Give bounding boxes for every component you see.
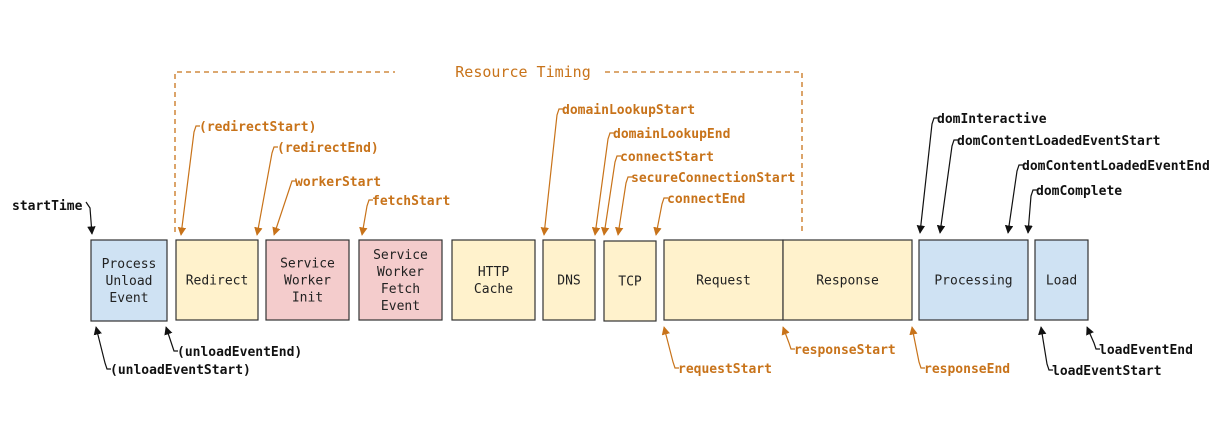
response-start-label: responseStart bbox=[794, 343, 896, 358]
unload-event-end-label: (unloadEventEnd) bbox=[177, 345, 302, 360]
process-unload-event-label-line: Event bbox=[109, 291, 148, 306]
domain-lookup-start-marker: domainLookupStart bbox=[540, 103, 695, 236]
start-time-label: startTime bbox=[12, 199, 83, 214]
connect-start-marker: connectStart bbox=[600, 150, 714, 236]
response-box: Response bbox=[782, 239, 913, 321]
service-worker-fetch-event-label-line: Service bbox=[373, 248, 428, 263]
redirect-start-label: (redirectStart) bbox=[199, 120, 316, 135]
response-end-marker: responseEnd bbox=[909, 326, 1010, 377]
dns-label-line: DNS bbox=[557, 274, 580, 289]
process-unload-event-label-line: Unload bbox=[106, 274, 153, 289]
response-start-marker: responseStart bbox=[781, 326, 896, 358]
redirect-start-marker: (redirectStart) bbox=[177, 120, 316, 236]
request-box: Request bbox=[663, 239, 784, 321]
load-event-end-label: loadEventEnd bbox=[1099, 343, 1193, 358]
connect-end-marker: connectEnd bbox=[653, 192, 745, 236]
fetch-start-label: fetchStart bbox=[372, 194, 450, 209]
secure-connection-start-marker: secureConnectionStart bbox=[614, 171, 795, 236]
dom-complete-label: domComplete bbox=[1036, 184, 1122, 199]
secure-connection-start-label: secureConnectionStart bbox=[631, 171, 795, 186]
domain-lookup-start-label: domainLookupStart bbox=[562, 103, 695, 118]
fetch-start-marker: fetchStart bbox=[359, 194, 450, 236]
domain-lookup-end-marker: domainLookupEnd bbox=[591, 127, 730, 236]
process-unload-event-label-line: Process bbox=[102, 257, 157, 272]
load-event-end-marker: loadEventEnd bbox=[1086, 326, 1193, 358]
dom-content-loaded-event-end-marker: domContentLoadedEventEnd bbox=[1004, 159, 1210, 234]
processing-label-line: Processing bbox=[934, 274, 1012, 289]
response-end-label: responseEnd bbox=[924, 362, 1010, 377]
http-cache-label-line: Cache bbox=[474, 282, 513, 297]
dns-box: DNS bbox=[542, 239, 596, 321]
tcp-label-line: TCP bbox=[618, 275, 642, 290]
service-worker-init-label-line: Init bbox=[292, 291, 323, 306]
start-time-marker: startTime bbox=[12, 199, 96, 235]
processing-box: Processing bbox=[918, 239, 1029, 321]
load-label-line: Load bbox=[1046, 274, 1077, 289]
service-worker-init-label-line: Service bbox=[280, 257, 335, 272]
http-cache-box: HTTP Cache bbox=[451, 239, 536, 321]
unload-event-end-marker: (unloadEventEnd) bbox=[164, 326, 302, 360]
unload-event-start-label: (unloadEventStart) bbox=[110, 363, 251, 378]
request-start-label: requestStart bbox=[678, 362, 772, 377]
request-start-marker: requestStart bbox=[661, 326, 772, 377]
dom-interactive-marker: domInteractive bbox=[916, 112, 1047, 234]
request-label-line: Request bbox=[696, 274, 751, 289]
redirect-label-line: Redirect bbox=[186, 274, 249, 289]
response-label-line: Response bbox=[816, 274, 879, 289]
resource-timing-bracket: Resource Timing bbox=[174, 63, 803, 232]
load-event-start-marker: loadEventStart bbox=[1038, 326, 1162, 379]
load-event-start-label: loadEventStart bbox=[1052, 364, 1162, 379]
tcp-box: TCP bbox=[603, 240, 657, 322]
dom-content-loaded-event-end-label: domContentLoadedEventEnd bbox=[1022, 159, 1210, 174]
service-worker-fetch-event-label-line: Fetch bbox=[381, 282, 420, 297]
redirect-end-label: (redirectEnd) bbox=[277, 141, 379, 156]
resource-timing-title: Resource Timing bbox=[455, 63, 590, 81]
service-worker-fetch-event-label-line: Event bbox=[381, 299, 420, 314]
worker-start-marker: workerStart bbox=[272, 175, 381, 236]
worker-start-label: workerStart bbox=[295, 175, 381, 190]
redirect-box: Redirect bbox=[175, 239, 259, 321]
domain-lookup-end-label: domainLookupEnd bbox=[613, 127, 730, 142]
dom-content-loaded-event-start-label: domContentLoadedEventStart bbox=[957, 134, 1161, 149]
dom-content-loaded-event-start-marker: domContentLoadedEventStart bbox=[936, 134, 1161, 234]
connect-end-label: connectEnd bbox=[667, 192, 745, 207]
dom-complete-marker: domComplete bbox=[1024, 184, 1122, 234]
http-cache-label-line: HTTP bbox=[478, 265, 509, 280]
redirect-end-marker: (redirectEnd) bbox=[254, 141, 379, 236]
service-worker-init-label-line: Worker bbox=[284, 274, 331, 289]
connect-start-label: connectStart bbox=[620, 150, 714, 165]
service-worker-fetch-event-label-line: Worker bbox=[377, 265, 424, 280]
dom-interactive-label: domInteractive bbox=[937, 112, 1047, 127]
load-box: Load bbox=[1034, 239, 1089, 321]
unload-event-start-marker: (unloadEventStart) bbox=[93, 326, 251, 378]
